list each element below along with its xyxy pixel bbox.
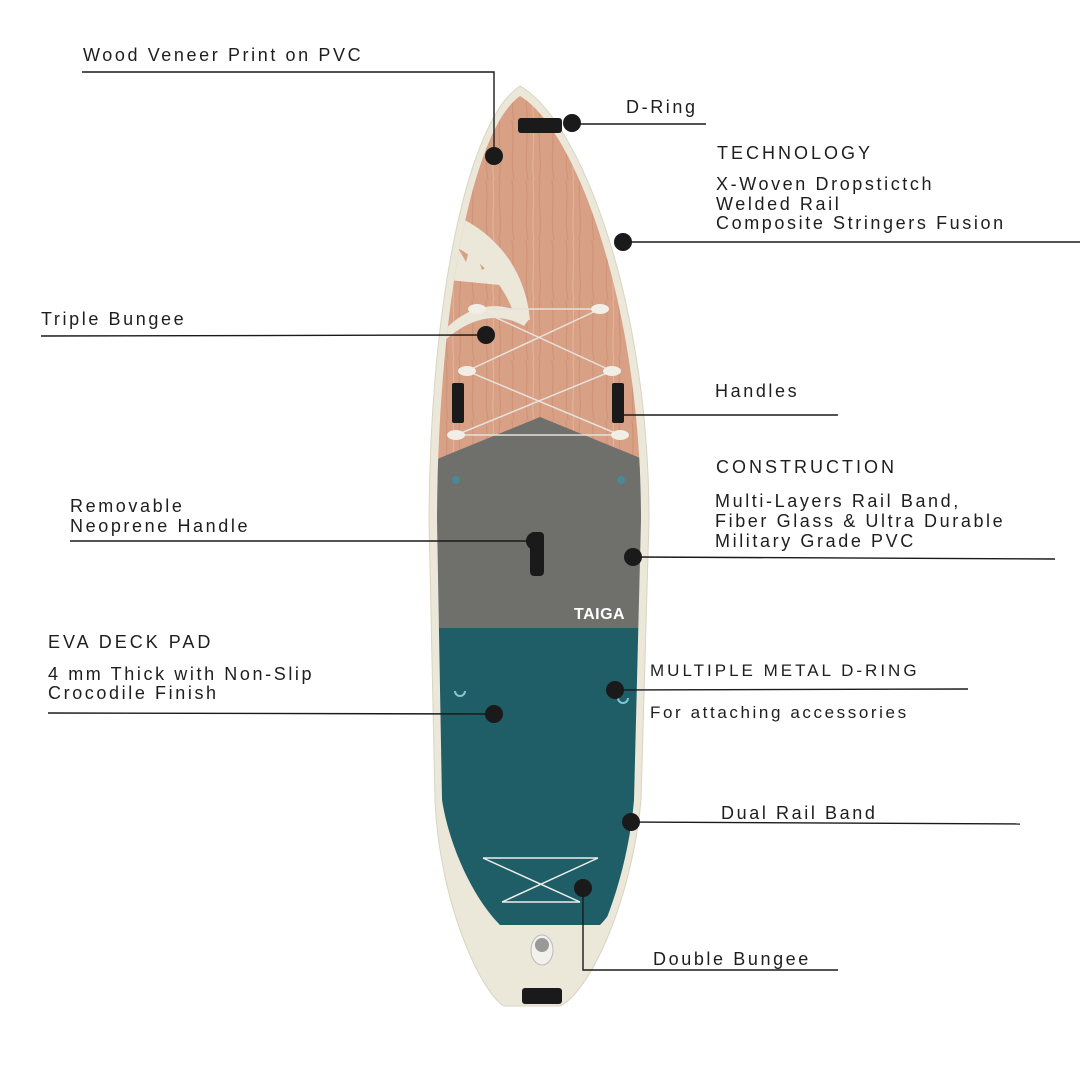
technology-line: Welded Rail	[716, 194, 842, 214]
construction-line: Multi-Layers Rail Band,	[715, 491, 961, 511]
neoprene-handle-line: Neoprene Handle	[70, 516, 251, 536]
metal-d-ring-sub: For attaching accessories	[650, 703, 909, 722]
construction-heading: CONSTRUCTION	[716, 457, 897, 477]
tail-handle	[522, 988, 562, 1004]
eva-deck-pad-heading: EVA DECK PAD	[48, 632, 214, 652]
metal-d-ring-heading: MULTIPLE METAL D-RING	[650, 661, 920, 680]
construction-line: Fiber Glass & Ultra Durable	[715, 511, 1006, 531]
metal-d-ring-right	[617, 697, 629, 704]
brand-logo-deck: TAIGA	[574, 606, 626, 623]
label-wood-veneer: Wood Veneer Print on PVC	[83, 45, 364, 65]
eva-deck-pad-line: Crocodile Finish	[48, 683, 219, 703]
label-triple-bungee: Triple Bungee	[41, 309, 187, 329]
side-handle-left	[452, 383, 464, 423]
label-handles: Handles	[715, 381, 800, 401]
label-double-bungee: Double Bungee	[653, 949, 811, 969]
side-handle-right	[612, 383, 624, 423]
eva-deck-pad-line: 4 mm Thick with Non-Slip	[48, 664, 315, 684]
teal-deck-pad	[437, 628, 641, 925]
neoprene-handle-line: Removable	[70, 496, 185, 516]
gray-deck-pad	[437, 417, 641, 628]
technology-line: Composite Stringers Fusion	[716, 213, 1006, 233]
logo-swoosh	[440, 210, 530, 320]
callout-dots	[477, 114, 642, 897]
technology-line: X-Woven Dropstictch	[716, 174, 935, 194]
label-dual-rail-band: Dual Rail Band	[721, 803, 878, 823]
bungee-anchors	[447, 304, 629, 440]
nose-handle	[518, 118, 562, 133]
tree-logo	[448, 240, 500, 285]
metal-d-ring-left	[454, 690, 466, 697]
construction-line: Military Grade PVC	[715, 531, 916, 551]
technology-heading: TECHNOLOGY	[717, 143, 874, 163]
double-bungee-cords	[482, 857, 599, 903]
callout-lines	[40, 71, 1080, 971]
label-d-ring: D-Ring	[626, 97, 698, 117]
triple-bungee-cords	[455, 308, 621, 436]
